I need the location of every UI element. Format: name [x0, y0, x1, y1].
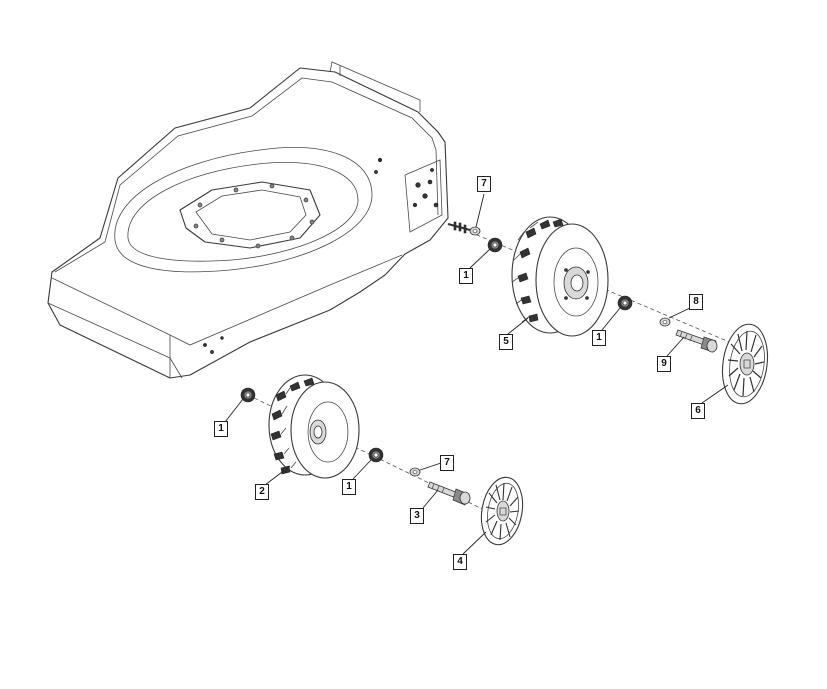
leader-lines [224, 193, 729, 555]
bearing-1-front-inner [240, 387, 256, 403]
callout-7-rear: 7 [477, 176, 491, 192]
callout-8: 8 [689, 294, 703, 310]
washer-8 [659, 317, 671, 327]
rear-wheel-5 [511, 216, 609, 337]
bearing-1-rear-outer [617, 295, 633, 311]
mower-deck [47, 61, 471, 379]
bearing-1-front-outer [368, 447, 384, 463]
bearing-1-rear-inner [487, 237, 503, 253]
callout-1-rear-outer: 1 [592, 330, 606, 346]
front-wheel-2 [268, 374, 360, 479]
callout-5: 5 [499, 334, 513, 350]
hubcap-6 [721, 323, 769, 405]
callout-4: 4 [453, 554, 467, 570]
callout-2: 2 [255, 484, 269, 500]
callout-1-front-outer: 1 [342, 479, 356, 495]
callout-1-rear-inner: 1 [459, 268, 473, 284]
callout-1-front-inner: 1 [214, 421, 228, 437]
hubcap-4 [480, 476, 524, 546]
callout-9: 9 [657, 356, 671, 372]
bolt-3 [427, 481, 471, 506]
washer-7-rear [469, 226, 481, 236]
callout-7-front: 7 [440, 455, 454, 471]
callout-6: 6 [691, 403, 705, 419]
bolt-9 [675, 329, 718, 353]
callout-3: 3 [410, 508, 424, 524]
washer-7-front [409, 467, 421, 477]
